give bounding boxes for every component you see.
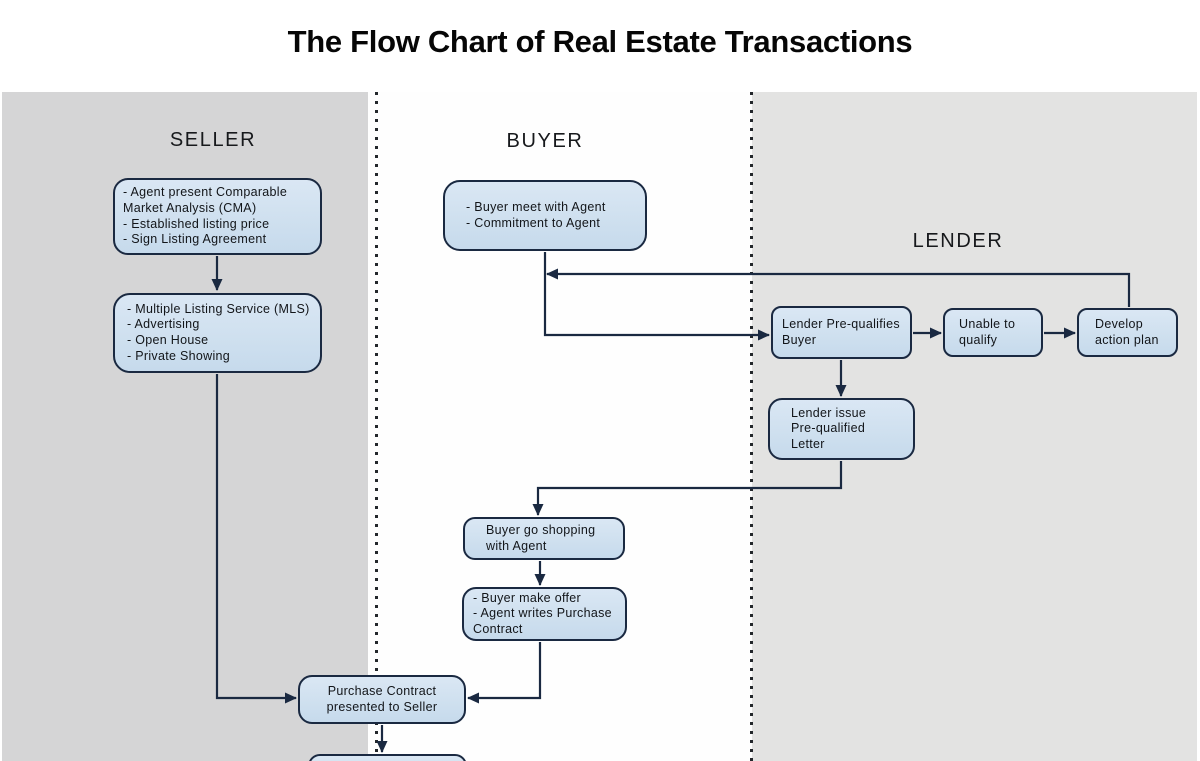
- lane-divider-seller-buyer: [375, 92, 378, 761]
- node-agent-present-cma: - Agent present Comparable Market Analys…: [113, 178, 322, 255]
- node-purchase-contract-presented-text: Purchase Contract presented to Seller: [326, 683, 438, 714]
- connector-buyer-meet-to-lender-prequalify: [543, 252, 770, 341]
- node-develop-action-plan-text: Develop action plan: [1095, 316, 1159, 347]
- node-agent-present-cma-text: - Agent present Comparable Market Analys…: [123, 185, 288, 247]
- connector-offer-to-purchase-contract: [467, 642, 542, 704]
- connector-letter-to-shopping: [532, 461, 843, 516]
- lane-label-seller: SELLER: [169, 129, 257, 151]
- node-purchase-contract-presented: Purchase Contract presented to Seller: [298, 675, 466, 724]
- node-lender-prequalified-letter-text: Lender issue Pre-qualified Letter: [791, 405, 867, 451]
- node-next-step-cutoff: [308, 754, 467, 761]
- node-unable-to-qualify: Unable to qualify: [943, 308, 1043, 357]
- node-buyer-go-shopping-text: Buyer go shopping with Agent: [486, 522, 596, 553]
- node-buyer-meet-agent: - Buyer meet with Agent - Commitment to …: [443, 180, 647, 251]
- node-lender-prequalified-letter: Lender issue Pre-qualified Letter: [768, 398, 915, 460]
- node-buyer-make-offer-text: - Buyer make offer - Agent writes Purcha…: [473, 590, 612, 636]
- node-buyer-make-offer: - Buyer make offer - Agent writes Purcha…: [462, 587, 627, 641]
- lane-label-buyer: BUYER: [506, 130, 584, 152]
- page-title: The Flow Chart of Real Estate Transactio…: [287, 24, 913, 59]
- node-unable-to-qualify-text: Unable to qualify: [959, 316, 1016, 347]
- node-mls-marketing-text: - Multiple Listing Service (MLS) - Adver…: [127, 301, 310, 363]
- connector-develop-plan-back-to-buyer: [546, 268, 1131, 307]
- node-lender-prequalifies-buyer-text: Lender Pre-qualifies Buyer: [782, 316, 900, 347]
- node-buyer-meet-agent-text: - Buyer meet with Agent - Commitment to …: [466, 199, 606, 230]
- node-lender-prequalifies-buyer: Lender Pre-qualifies Buyer: [771, 306, 912, 359]
- connector-mls-to-purchase-contract: [215, 374, 297, 704]
- node-develop-action-plan: Develop action plan: [1077, 308, 1178, 357]
- lane-label-lender: LENDER: [912, 230, 1004, 252]
- node-buyer-go-shopping: Buyer go shopping with Agent: [463, 517, 625, 560]
- lane-divider-buyer-lender: [750, 92, 753, 761]
- node-mls-marketing: - Multiple Listing Service (MLS) - Adver…: [113, 293, 322, 373]
